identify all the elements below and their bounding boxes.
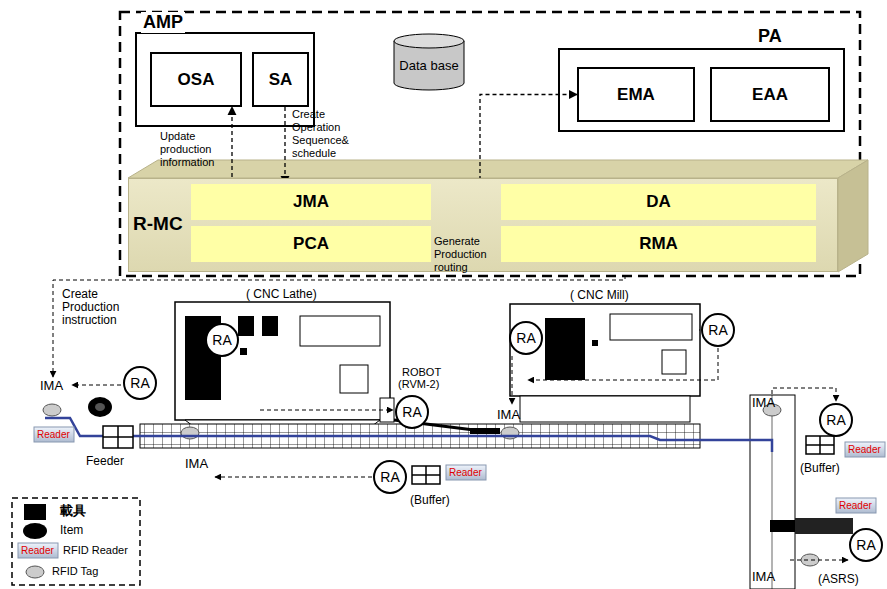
connector-arrow (284, 107, 285, 184)
part-label: (Buffer) (410, 494, 450, 507)
part-label: Reader (839, 499, 872, 512)
agent-box: EAA (710, 67, 830, 122)
part-label: Reader (848, 443, 881, 456)
node-label: SA (269, 70, 293, 90)
rfid-tag (43, 404, 819, 566)
rfid-reader (18, 427, 885, 558)
part-label: ( CNC Lathe) (246, 288, 317, 301)
part-label: IMA (40, 379, 63, 392)
agent-circle: RA (701, 313, 735, 347)
legend-text: 載具 (60, 504, 86, 517)
part-label: IMA (185, 457, 208, 470)
part-label: ROBOT (402, 366, 441, 379)
part-label: (ASRS) (818, 573, 859, 586)
node-label: RA (212, 332, 231, 348)
agent-box: JMA (191, 184, 431, 220)
node-label: RA (708, 322, 727, 338)
part-label: Reader (449, 466, 482, 479)
node-label: PCA (293, 234, 329, 254)
legend-frame (12, 498, 140, 585)
node-label: RA (516, 330, 535, 346)
vertical-conveyor (750, 395, 795, 589)
part-label: Feeder (86, 455, 124, 468)
agent-box: DA (501, 184, 816, 220)
legend-text: RFID Tag (52, 565, 98, 578)
part-label: (RVM-2) (398, 378, 439, 391)
agent-circle: RA (123, 366, 157, 400)
band-top (128, 160, 868, 178)
group-box: PAEMAEAA (558, 48, 845, 132)
node-label: DA (646, 192, 671, 212)
legend-text: Item (60, 524, 83, 537)
agent-circle: RA (819, 403, 853, 437)
agent-box: RMA (501, 226, 816, 262)
buffer-grid (103, 426, 834, 484)
agent-box: OSA (150, 52, 242, 107)
database-cylinder: Data base (393, 33, 465, 91)
node-label: RA (130, 375, 149, 391)
part-label: ( CNC Mill) (570, 289, 629, 302)
agent-circle: RA (849, 528, 883, 562)
group-box: AMPOSASA (135, 32, 315, 127)
cnc-lathe (175, 302, 390, 426)
part-label: Reader (21, 544, 54, 557)
node-label: RA (856, 537, 875, 553)
band-side (838, 160, 868, 272)
node-label: RA (380, 469, 399, 485)
agent-circle: RA (373, 460, 407, 494)
item (88, 397, 112, 417)
part-label: Create Production instruction (62, 288, 144, 327)
asrs-rack (795, 518, 853, 534)
edge-label: Generate Production routing (434, 235, 498, 274)
cnc-mill (510, 304, 700, 422)
ima-link (72, 330, 848, 560)
node-label: RMA (639, 234, 678, 254)
node-label: EAA (752, 85, 788, 105)
node-label: Data base (397, 59, 461, 73)
agent-box: EMA (577, 67, 695, 122)
agent-circle: RA (395, 395, 429, 429)
agent-circle: RA (509, 321, 543, 355)
part-label: IMA (752, 396, 775, 409)
group-heading: R-MC (133, 213, 183, 235)
node-label: JMA (293, 192, 329, 212)
node-label: RA (826, 412, 845, 428)
agent-box: SA (252, 52, 309, 107)
part-label: (Buffer) (800, 462, 840, 475)
connector-arrow (231, 107, 232, 184)
part-label: Reader (37, 428, 70, 441)
system-frame (120, 12, 860, 276)
agent-circle: RA (205, 323, 239, 357)
group-heading: PA (756, 26, 784, 47)
edge-label: Update production information (160, 130, 228, 169)
part-label: IMA (752, 570, 775, 583)
part-label: IMA (497, 408, 520, 421)
edge-label: Create Operation Sequence& schedule (292, 108, 364, 160)
node-label: EMA (617, 85, 655, 105)
legend-text: RFID Reader (63, 544, 128, 557)
node-label: RA (402, 404, 421, 420)
group-heading: AMP (141, 12, 185, 33)
node-label: OSA (178, 70, 215, 90)
agent-box: PCA (191, 226, 431, 262)
